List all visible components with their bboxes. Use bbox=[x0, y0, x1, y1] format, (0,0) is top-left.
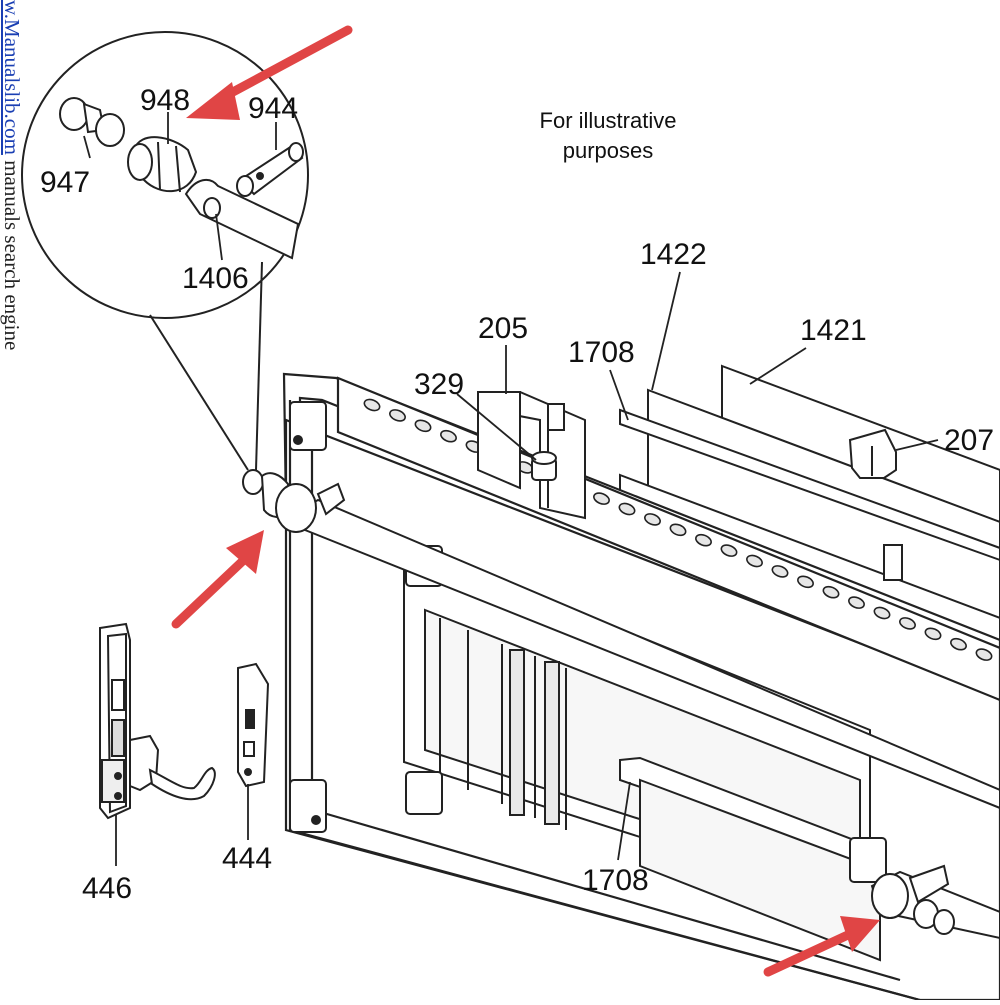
note-line-2: purposes bbox=[563, 138, 654, 163]
gasket-strip-bottom bbox=[619, 756, 881, 962]
arrow-detail bbox=[186, 25, 353, 120]
watermark-site-link[interactable]: w.Manualslib.com bbox=[0, 0, 24, 155]
vent-slot bbox=[389, 409, 406, 422]
label-1422: 1422 bbox=[640, 238, 707, 271]
bushing-329 bbox=[531, 451, 557, 481]
label-444: 444 bbox=[222, 842, 272, 875]
hinge-plate-444 bbox=[237, 662, 270, 788]
panel-slot bbox=[883, 544, 903, 581]
part-1406-detail bbox=[184, 178, 300, 260]
vent-slot bbox=[593, 492, 610, 505]
leader-lines bbox=[83, 112, 939, 866]
arrow-right-knob bbox=[763, 916, 880, 977]
vent-slot bbox=[873, 606, 891, 620]
vent-slot bbox=[746, 554, 763, 568]
arrow-left-knob bbox=[171, 530, 264, 629]
label-205: 205 bbox=[478, 312, 528, 345]
clip-207 bbox=[848, 428, 897, 479]
part-947 bbox=[59, 97, 125, 147]
label-207: 207 bbox=[944, 424, 994, 457]
label-948: 948 bbox=[140, 84, 190, 117]
vent-slot bbox=[440, 429, 457, 443]
label-1421: 1421 bbox=[800, 314, 867, 347]
label-944: 944 bbox=[248, 92, 298, 125]
watermark: w.Manualslib.com manuals search engine bbox=[0, 0, 24, 350]
vent-slot bbox=[771, 565, 789, 578]
watermark-tagline: manuals search engine bbox=[0, 160, 24, 351]
label-446: 446 bbox=[82, 872, 132, 905]
hinge-knob-left bbox=[242, 469, 346, 533]
part-944 bbox=[236, 142, 304, 197]
highlight-arrows bbox=[171, 25, 880, 977]
label-1708-bottom: 1708 bbox=[582, 864, 649, 897]
hinge-knob-right bbox=[871, 864, 955, 935]
vent-slot bbox=[924, 627, 942, 641]
vent-slot bbox=[899, 617, 916, 630]
label-329: 329 bbox=[414, 368, 464, 401]
vent-slot bbox=[618, 502, 636, 516]
vent-slot bbox=[822, 585, 840, 599]
vent-slot bbox=[720, 544, 738, 557]
vent-slot bbox=[975, 648, 993, 661]
vent-slot bbox=[797, 575, 814, 589]
vent-slot bbox=[414, 419, 432, 433]
callout-labels: 948 944 947 1406 205 1422 1708 1421 329 … bbox=[40, 84, 994, 905]
label-947: 947 bbox=[40, 166, 90, 199]
part-948 bbox=[127, 136, 198, 193]
hinge-446 bbox=[99, 622, 216, 820]
illustrative-note: For illustrative purposes bbox=[540, 108, 677, 163]
vent-slot bbox=[695, 533, 712, 547]
vent-slot bbox=[669, 523, 687, 537]
vent-slot bbox=[950, 637, 967, 651]
vent-slot bbox=[363, 398, 381, 412]
vent-slot bbox=[644, 513, 661, 526]
label-1708-top: 1708 bbox=[568, 336, 635, 369]
label-1406: 1406 bbox=[182, 262, 249, 295]
vent-slot bbox=[848, 596, 865, 609]
note-line-1: For illustrative bbox=[540, 108, 677, 133]
gasket-strip-top bbox=[619, 408, 1000, 562]
